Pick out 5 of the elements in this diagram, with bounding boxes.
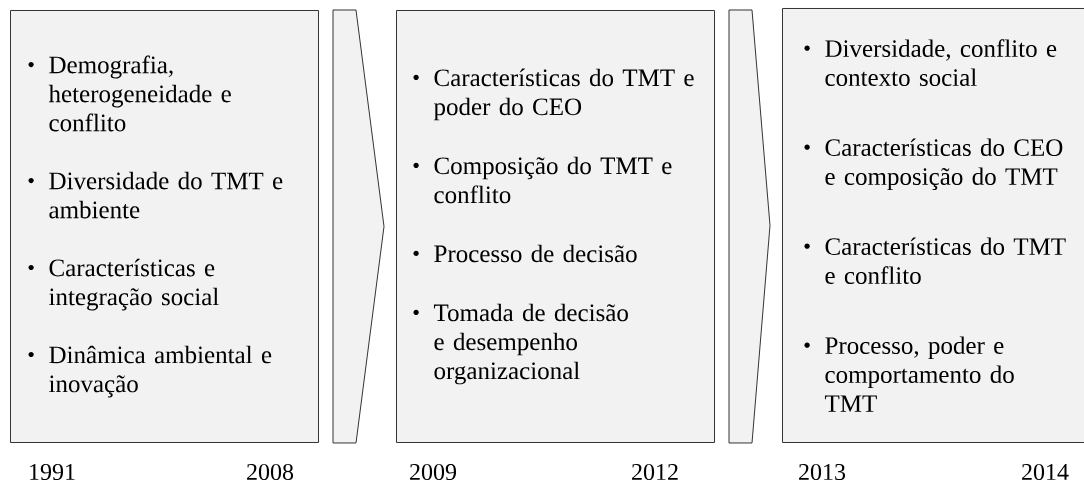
- chevron-arrow: [332, 9, 385, 444]
- chevron-arrow: [728, 9, 771, 444]
- list-box: Diversidade, conflito e contexto social Características do CEO e composição do TMT Características do TMT e conflito Processo, poder e comportamento do TMT: [782, 8, 1084, 443]
- list-box: Características do TMT e poder do CEO Composição do TMT e conflito Processo de decisão Tomada de decisão e desempenho organizacional: [396, 10, 715, 443]
- list-box: Demografia, heterogeneidade e conflito Diversidade do TMT e ambiente Características e integração social Dinâmica ambiental e inovação: [10, 10, 319, 443]
